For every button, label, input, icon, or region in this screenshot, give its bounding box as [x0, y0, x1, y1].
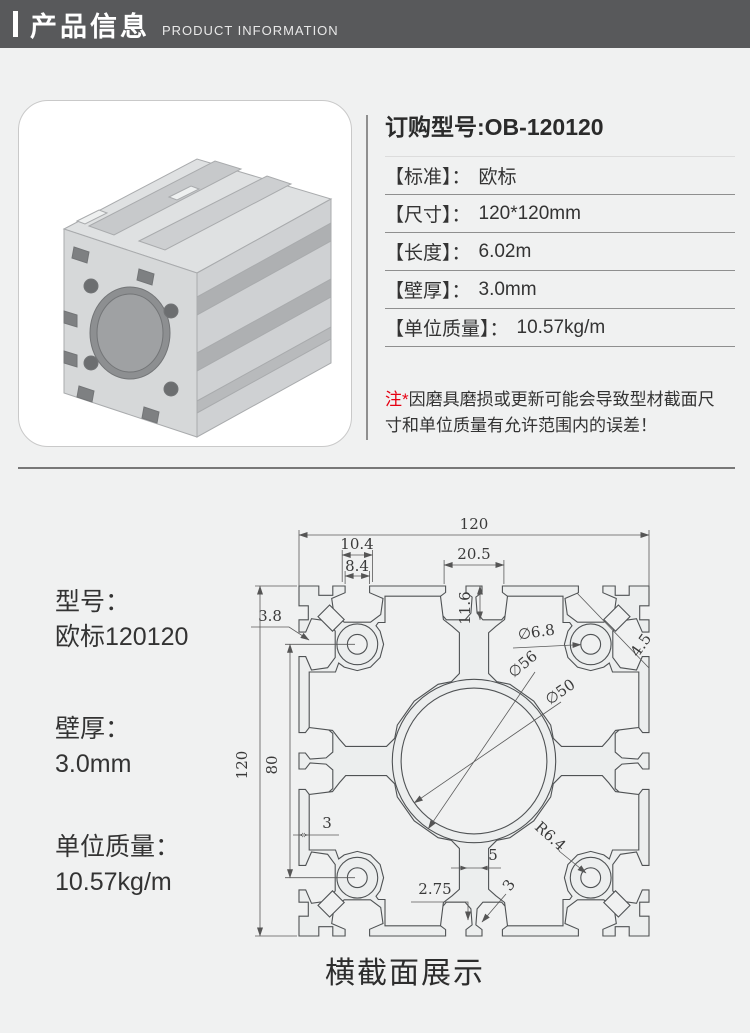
dim-corner: 4.5 — [627, 630, 655, 660]
weight-value: 10.57kg/m — [55, 868, 172, 896]
weight-label: 单位质量： — [55, 833, 181, 861]
header-accent-bar — [13, 11, 18, 37]
tolerance-note: 注*因磨具磨损或更新可能会导致型材截面尺寸和单位质量有允许范围内的误差！ — [385, 387, 730, 440]
spec-row-length: 【长度】： 6.02m — [385, 233, 735, 271]
section-divider — [18, 467, 735, 469]
spec-label: 【长度】： — [385, 243, 471, 264]
spec-value: 3.0mm — [478, 278, 537, 300]
wall-label-block: 壁厚： 3.0mm — [55, 712, 131, 782]
note-text: 因磨具磨损或更新可能会导致型材截面尺寸和单位质量有允许范围内的误差！ — [385, 390, 715, 436]
spec-label: 【壁厚】： — [385, 281, 471, 302]
dim-hole-span: 80 — [263, 755, 281, 774]
dim-rib: 5 — [488, 846, 498, 864]
cross-section-drawing: 120 10.4 8.4 20.5 11.6 3.8 ∅6.8 4.5 — [233, 515, 655, 937]
note-prefix: 注* — [385, 390, 409, 409]
spec-row-standard: 【标准】： 欧标 — [385, 157, 735, 195]
spec-label: 【标准】： — [385, 167, 471, 188]
product-photo — [62, 158, 333, 438]
spec-label: 【尺寸】： — [385, 205, 471, 226]
page-subtitle: PRODUCT INFORMATION — [162, 22, 339, 38]
model-label: 型号： — [55, 588, 131, 616]
model-value: 欧标120120 — [55, 623, 189, 651]
dim-notch: 3.8 — [258, 607, 282, 625]
dim-slot-mouth: 8.4 — [345, 557, 369, 575]
model-label-block: 型号： 欧标120120 — [55, 585, 188, 655]
vertical-divider — [366, 115, 368, 440]
dim-lip: 2.75 — [418, 880, 451, 898]
page-header: 产品信息 PRODUCT INFORMATION — [0, 0, 750, 48]
dim-slot-outer: 10.4 — [340, 535, 373, 553]
spec-row-weight: 【单位质量】： 10.57kg/m — [385, 309, 735, 347]
dim-center-span: 20.5 — [457, 545, 490, 563]
weight-label-block: 单位质量： 10.57kg/m — [55, 830, 180, 900]
spec-panel: 订购型号:OB-120120 【标准】： 欧标 【尺寸】： 120*120mm … — [385, 108, 735, 440]
spec-value: 欧标 — [478, 167, 517, 188]
order-model-title: 订购型号:OB-120120 — [385, 108, 735, 157]
drawing-caption: 横截面展示 — [325, 957, 485, 990]
dim-slot-depth: 11.6 — [456, 591, 474, 624]
dim-width-top: 120 — [460, 515, 489, 533]
spec-row-size: 【尺寸】： 120*120mm — [385, 195, 735, 233]
dim-hole-dia: ∅6.8 — [517, 621, 556, 644]
wall-label: 壁厚： — [55, 715, 131, 743]
spec-value: 120*120mm — [478, 202, 581, 224]
dim-wall: 3 — [322, 814, 332, 832]
spec-value: 10.57kg/m — [516, 316, 606, 338]
dim-height: 120 — [233, 751, 251, 780]
spec-value: 6.02m — [478, 240, 532, 262]
spec-row-wall: 【壁厚】： 3.0mm — [385, 271, 735, 309]
spec-label: 【单位质量】： — [385, 319, 509, 340]
product-photo-card — [18, 100, 352, 447]
wall-value: 3.0mm — [55, 750, 132, 778]
page-title: 产品信息 — [30, 11, 150, 42]
